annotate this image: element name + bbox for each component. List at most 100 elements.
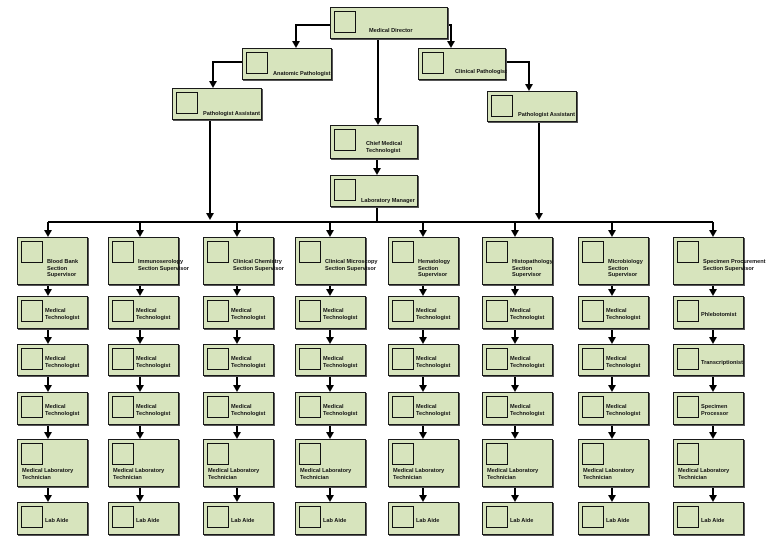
photo-placeholder <box>246 52 268 74</box>
node-label: Medical Technologist <box>323 356 358 369</box>
section-4-staff-box-3: Medical Technologist <box>295 392 366 425</box>
node-label: Medical Technologist <box>136 308 171 321</box>
section-1-staff-box-3: Medical Technologist <box>17 392 88 425</box>
node-label: Medical Technologist <box>510 308 545 321</box>
photo-placeholder <box>392 300 414 322</box>
md-to-clinical <box>448 24 452 45</box>
section-5-staff-box-3: Medical Technologist <box>388 392 459 425</box>
node-label: Medical Technologist <box>323 404 358 417</box>
arrowhead <box>373 168 381 175</box>
arrowhead <box>44 385 52 392</box>
arrowhead <box>136 337 144 344</box>
arrowhead <box>511 385 519 392</box>
clinical-pathologist-box: Clinical Pathologist <box>418 48 507 80</box>
arrowhead <box>608 289 616 296</box>
node-label: Blood Bank Section Supervisor <box>47 259 79 279</box>
photo-placeholder <box>486 300 508 322</box>
photo-placeholder <box>207 300 229 322</box>
node-label: Medical Laboratory Technician <box>487 468 539 481</box>
arrowhead <box>535 213 543 220</box>
section-supervisor-box-1: Blood Bank Section Supervisor <box>17 237 88 285</box>
arrowhead <box>419 385 427 392</box>
arrowhead <box>608 337 616 344</box>
arrowhead <box>44 289 52 296</box>
photo-placeholder <box>21 300 43 322</box>
section-supervisor-box-6: Histopathology Section Supervisor <box>482 237 553 285</box>
section-7-staff-box-1: Medical Technologist <box>578 296 649 329</box>
arrowhead <box>419 495 427 502</box>
node-label: Lab Aide <box>606 518 630 524</box>
anatomic-to-assistant <box>212 61 242 85</box>
arrowhead <box>209 81 217 88</box>
arrowhead <box>709 230 717 237</box>
arrowhead <box>136 385 144 392</box>
arrowhead <box>233 432 241 439</box>
photo-placeholder <box>21 396 43 418</box>
node-label: Lab Aide <box>323 518 347 524</box>
photo-placeholder <box>207 241 229 263</box>
photo-placeholder <box>299 443 321 465</box>
section-5-staff-box-5: Lab Aide <box>388 502 459 535</box>
arrowhead <box>326 432 334 439</box>
section-3-staff-box-1: Medical Technologist <box>203 296 274 329</box>
node-label: Medical Technologist <box>416 308 451 321</box>
arrowhead <box>419 289 427 296</box>
section-supervisor-box-5: Hematology Section Supervisor <box>388 237 459 285</box>
arrowhead <box>511 337 519 344</box>
arrowhead <box>44 432 52 439</box>
section-1-staff-box-5: Lab Aide <box>17 502 88 535</box>
arrowhead <box>136 495 144 502</box>
md-to-anatomic <box>295 24 330 45</box>
photo-placeholder <box>207 348 229 370</box>
node-label: Medical Technologist <box>231 356 266 369</box>
photo-placeholder <box>299 348 321 370</box>
arrowhead <box>233 289 241 296</box>
photo-placeholder <box>582 396 604 418</box>
arrowhead <box>419 432 427 439</box>
photo-placeholder <box>207 506 229 528</box>
photo-placeholder <box>112 241 134 263</box>
node-label: Pathologist Assistant <box>203 111 260 117</box>
node-label: Medical Technologist <box>136 356 171 369</box>
section-8-staff-box-3: Specimen Processor <box>673 392 744 425</box>
photo-placeholder <box>392 506 414 528</box>
node-label: Immunoserology Section Supervisor <box>138 259 189 272</box>
section-8-staff-box-4: Medical Laboratory Technician <box>673 439 744 487</box>
node-label: Medical Laboratory Technician <box>678 468 730 481</box>
section-1-staff-box-4: Medical Laboratory Technician <box>17 439 88 487</box>
photo-placeholder <box>334 11 356 33</box>
node-label: Lab Aide <box>416 518 440 524</box>
arrowhead <box>709 385 717 392</box>
section-6-staff-box-1: Medical Technologist <box>482 296 553 329</box>
node-label: Medical Laboratory Technician <box>300 468 352 481</box>
photo-placeholder <box>486 396 508 418</box>
section-6-staff-box-2: Medical Technologist <box>482 344 553 376</box>
node-label: Medical Technologist <box>323 308 358 321</box>
node-label: Medical Technologist <box>510 356 545 369</box>
node-label: Lab Aide <box>701 518 725 524</box>
node-label: Medical Technologist <box>231 308 266 321</box>
arrowhead <box>206 213 214 220</box>
arrowhead <box>326 289 334 296</box>
arrowhead <box>233 385 241 392</box>
node-label: Medical Laboratory Technician <box>113 468 165 481</box>
clinical-to-assistant <box>506 61 530 88</box>
node-label: Histopathology Section Supervisor <box>512 259 553 279</box>
laboratory-manager-box: Laboratory Manager <box>330 175 418 207</box>
anatomic-pathologist-box: Anatomic Pathologist <box>242 48 332 80</box>
section-supervisor-box-3: Clinical Chemistry Section Supervisor <box>203 237 284 285</box>
photo-placeholder <box>582 506 604 528</box>
arrowhead <box>136 230 144 237</box>
section-5-staff-box-2: Medical Technologist <box>388 344 459 376</box>
medical-director-box: Medical Director <box>330 7 448 39</box>
node-label: Hematology Section Supervisor <box>418 259 451 279</box>
section-2-staff-box-5: Lab Aide <box>108 502 179 535</box>
arrowhead <box>709 337 717 344</box>
photo-placeholder <box>299 241 321 263</box>
section-6-staff-box-3: Medical Technologist <box>482 392 553 425</box>
node-label: Specimen Processor <box>701 404 729 417</box>
section-5-staff-box-1: Medical Technologist <box>388 296 459 329</box>
arrowhead <box>233 337 241 344</box>
node-label: Lab Aide <box>510 518 534 524</box>
